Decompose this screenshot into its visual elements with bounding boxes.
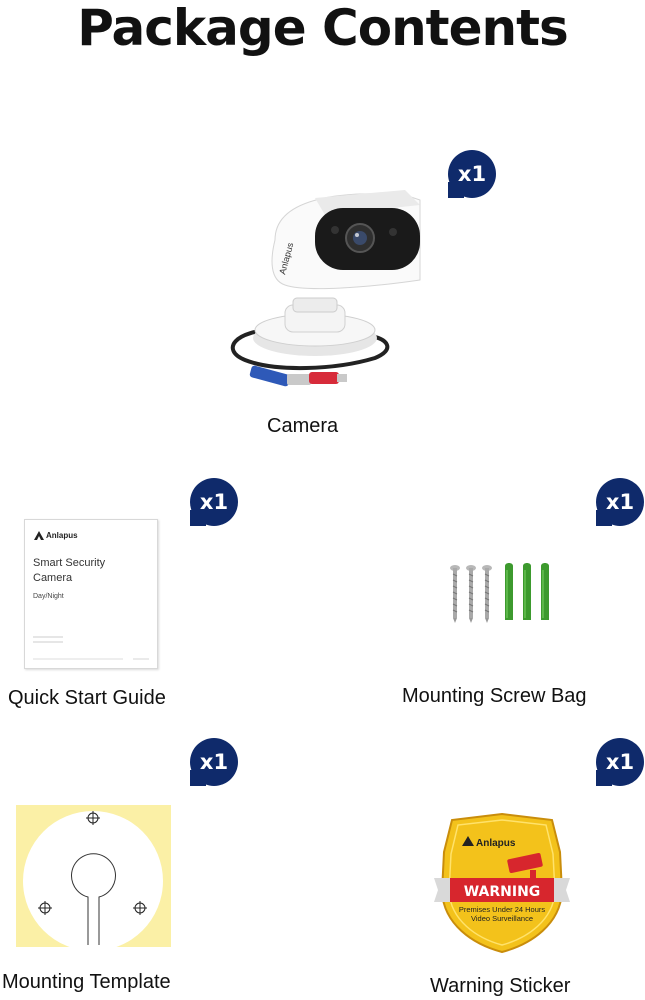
quantity-badge-template: x1: [190, 738, 238, 786]
screw-icon: [450, 565, 460, 623]
guide-subtitle: Day/Night: [33, 593, 64, 600]
sticker-brand: Anlapus: [476, 838, 516, 849]
screw-icon: [482, 565, 492, 623]
quantity-badge-guide: x1: [190, 478, 238, 526]
item-label-camera: Camera: [267, 415, 339, 437]
quantity-badge-sticker: x1: [596, 738, 644, 786]
crosshair-icon: [133, 901, 147, 915]
sticker-line-2: Video Surveillance: [471, 914, 533, 923]
wall-anchor-icon: [523, 563, 531, 620]
crosshair-icon: [38, 901, 52, 915]
quantity-badge-camera: x1: [448, 150, 496, 198]
sticker-line-1: Premises Under 24 Hours: [459, 905, 546, 914]
warning-sticker-image: Anlapus WARNING Premises Under 24 Hours …: [434, 812, 570, 954]
item-label-guide: Quick Start Guide: [8, 687, 166, 709]
page-title: Package Contents: [77, 0, 569, 57]
guide-footer: [33, 657, 149, 662]
guide-logo: Anlapus: [34, 531, 78, 540]
brand-logo-icon: [462, 836, 474, 846]
item-label-template: Mounting Template: [2, 971, 171, 993]
quantity-badge-screws: x1: [596, 478, 644, 526]
item-label-sticker: Warning Sticker: [430, 975, 571, 997]
brand-logo-icon: [34, 531, 44, 540]
screw-bag-image: [450, 563, 549, 623]
camera-image: Anlapus: [230, 190, 421, 387]
crosshair-icon: [86, 811, 100, 825]
wall-anchor-icon: [541, 563, 549, 620]
mounting-template-image: [16, 805, 171, 947]
item-label-screws: Mounting Screw Bag: [402, 685, 587, 707]
sticker-warning-text: WARNING: [464, 884, 541, 900]
screw-icon: [466, 565, 476, 623]
wall-anchor-icon: [505, 563, 513, 620]
guide-fine-print: [33, 635, 73, 647]
